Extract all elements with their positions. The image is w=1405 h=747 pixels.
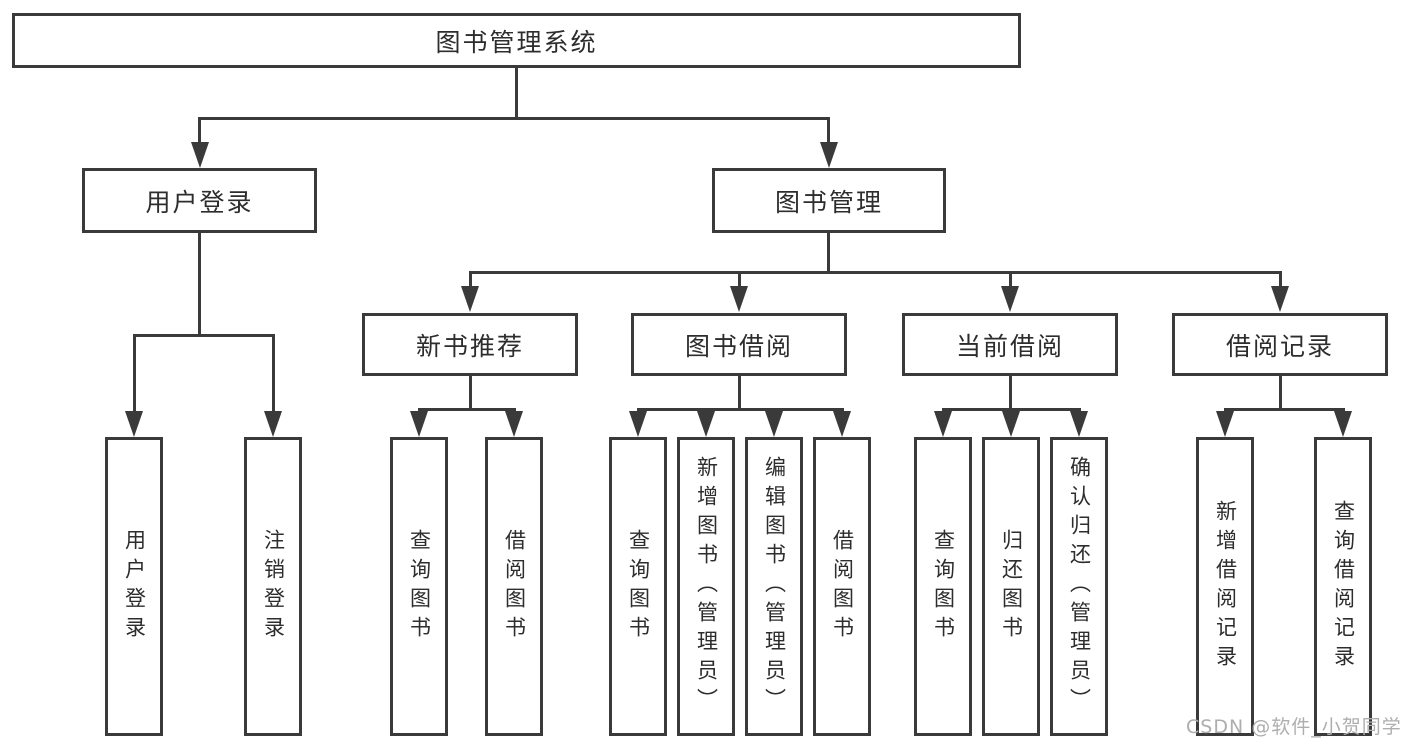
node-label: 归还图书 — [999, 528, 1024, 645]
node-label: 用户登录 — [145, 187, 254, 217]
connector-stub — [133, 334, 136, 413]
node-book-borrowing: 图书借阅 — [631, 313, 847, 376]
node-label: 借阅图书 — [830, 528, 855, 645]
node-leaf-return-books: 归还图书 — [982, 437, 1040, 736]
node-user-login: 用户登录 — [82, 168, 317, 233]
connector-userlogin-drop — [198, 233, 201, 335]
connector-borrowing-drop — [738, 376, 741, 409]
node-label: 查询图书 — [931, 528, 956, 645]
arrowhead-down-icon — [1070, 411, 1088, 437]
arrowhead-down-icon — [1002, 411, 1020, 437]
connector-root-bar — [199, 117, 830, 120]
arrowhead-down-icon — [410, 411, 428, 437]
node-label: 确认归还（管理员） — [1067, 456, 1092, 717]
node-label: 图书管理 — [774, 187, 883, 217]
node-leaf-query-books-recommend: 查询图书 — [390, 437, 448, 736]
node-label: 新增借阅记录 — [1213, 499, 1238, 674]
node-new-book-recommend: 新书推荐 — [362, 313, 578, 376]
node-label: 查询图书 — [626, 528, 651, 645]
arrowhead-down-icon — [264, 411, 282, 437]
node-label: 编辑图书（管理员） — [762, 456, 787, 717]
node-label: 图书管理系统 — [435, 27, 598, 57]
node-leaf-borrow-books-recommend: 借阅图书 — [485, 437, 543, 736]
arrowhead-down-icon — [1216, 411, 1234, 437]
node-label: 查询借阅记录 — [1331, 499, 1356, 674]
node-label: 查询图书 — [407, 528, 432, 645]
node-label: 借阅图书 — [502, 528, 527, 645]
connector-userlogin-bar — [133, 334, 274, 337]
arrowhead-down-icon — [125, 411, 143, 437]
node-label: 图书借阅 — [684, 331, 793, 361]
arrowhead-down-icon — [765, 411, 783, 437]
arrowhead-down-icon — [820, 142, 838, 168]
node-leaf-query-books-current: 查询图书 — [914, 437, 972, 736]
node-leaf-logout: 注销登录 — [244, 437, 302, 736]
connector-stub — [272, 334, 275, 413]
node-book-management: 图书管理 — [712, 168, 946, 233]
node-label: 借阅记录 — [1225, 331, 1334, 361]
connector-borrowing-bar — [637, 408, 843, 411]
node-label: 用户登录 — [122, 528, 147, 645]
node-borrowing-records: 借阅记录 — [1172, 313, 1388, 376]
arrowhead-down-icon — [1271, 286, 1289, 312]
csdn-watermark: CSDN @软件_小贺同学 — [1186, 716, 1402, 738]
arrowhead-down-icon — [191, 142, 209, 168]
node-label: 新增图书（管理员） — [694, 456, 719, 717]
arrowhead-down-icon — [629, 411, 647, 437]
arrowhead-down-icon — [697, 411, 715, 437]
arrowhead-down-icon — [1334, 411, 1352, 437]
node-leaf-borrow-books: 借阅图书 — [813, 437, 871, 736]
arrowhead-down-icon — [730, 286, 748, 312]
connector-root-drop — [515, 68, 518, 117]
node-leaf-query-borrow-record: 查询借阅记录 — [1314, 437, 1372, 736]
node-current-borrowing: 当前借阅 — [902, 313, 1118, 376]
node-label: 注销登录 — [261, 528, 286, 645]
connector-stub — [1009, 271, 1012, 288]
connector-stub-book-mgmt — [827, 117, 830, 144]
connector-stub-user-login — [198, 117, 201, 144]
connector-newbook-drop — [469, 376, 472, 409]
connector-records-drop — [1279, 376, 1282, 409]
node-leaf-edit-books-admin: 编辑图书（管理员） — [745, 437, 803, 736]
arrowhead-down-icon — [1001, 286, 1019, 312]
connector-stub — [738, 271, 741, 288]
node-leaf-add-books-admin: 新增图书（管理员） — [677, 437, 735, 736]
connector-bookmgmt-drop — [827, 233, 830, 272]
node-leaf-confirm-return-admin: 确认归还（管理员） — [1050, 437, 1108, 736]
connector-stub — [1279, 271, 1282, 288]
connector-newbook-bar — [418, 408, 516, 411]
arrowhead-down-icon — [833, 411, 851, 437]
node-leaf-add-borrow-record: 新增借阅记录 — [1196, 437, 1254, 736]
arrowhead-down-icon — [934, 411, 952, 437]
node-label: 当前借阅 — [955, 331, 1064, 361]
connector-records-bar — [1224, 408, 1344, 411]
connector-stub — [469, 271, 472, 288]
node-root-library-system: 图书管理系统 — [12, 13, 1021, 68]
connector-bookmgmt-bar — [469, 271, 1281, 274]
node-leaf-query-books-borrow: 查询图书 — [609, 437, 667, 736]
connector-current-drop — [1009, 376, 1012, 409]
node-label: 新书推荐 — [415, 331, 524, 361]
arrowhead-down-icon — [505, 411, 523, 437]
arrowhead-down-icon — [461, 286, 479, 312]
node-leaf-user-login: 用户登录 — [105, 437, 163, 736]
